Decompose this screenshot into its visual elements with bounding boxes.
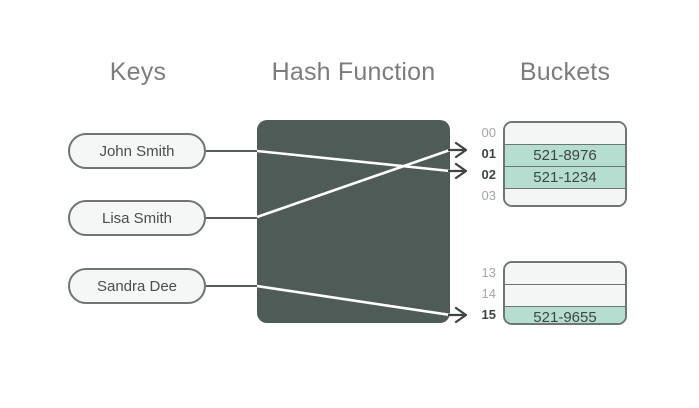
connector-stub-john-smith xyxy=(206,150,258,152)
key-pill-john-smith[interactable]: John Smith xyxy=(68,133,206,169)
mapping-line-john-smith-to-02 xyxy=(257,149,450,173)
column-heading-hash-function: Hash Function xyxy=(271,58,436,86)
mapping-line-sandra-dee-to-15 xyxy=(257,284,450,317)
arrow-icon-to-bucket-15 xyxy=(448,306,468,324)
bucket-cell-13[interactable] xyxy=(505,263,625,285)
column-heading-buckets: Buckets xyxy=(519,58,611,86)
bucket-index-02: 02 xyxy=(481,167,496,182)
bucket-index-01: 01 xyxy=(481,146,496,161)
arrow-icon-to-bucket-02 xyxy=(448,162,468,180)
key-pill-lisa-smith[interactable]: Lisa Smith xyxy=(68,200,206,236)
bucket-index-03: 03 xyxy=(481,188,496,203)
bucket-cell-02[interactable]: 521-1234 xyxy=(505,167,625,189)
bucket-cell-15[interactable]: 521-9655 xyxy=(505,307,625,323)
bucket-index-00: 00 xyxy=(481,125,496,140)
column-heading-keys: Keys xyxy=(109,58,167,86)
key-pill-sandra-dee[interactable]: Sandra Dee xyxy=(68,268,206,304)
arrow-icon-to-bucket-01 xyxy=(448,141,468,159)
hash-mapping-lines xyxy=(257,148,450,317)
connector-stub-sandra-dee xyxy=(206,285,258,287)
bucket-index-14: 14 xyxy=(481,286,496,301)
mapping-line-lisa-smith-to-01 xyxy=(257,148,450,219)
bucket-cell-01[interactable]: 521-8976 xyxy=(505,145,625,167)
connector-stub-lisa-smith xyxy=(206,217,258,219)
bucket-index-15: 15 xyxy=(481,307,496,322)
bucket-cell-00[interactable] xyxy=(505,123,625,145)
bucket-index-13: 13 xyxy=(481,265,496,280)
bucket-group-bottom: 521-9655 xyxy=(503,261,627,325)
bucket-cell-03[interactable] xyxy=(505,189,625,205)
bucket-group-top: 521-8976 521-1234 xyxy=(503,121,627,207)
bucket-cell-14[interactable] xyxy=(505,285,625,307)
